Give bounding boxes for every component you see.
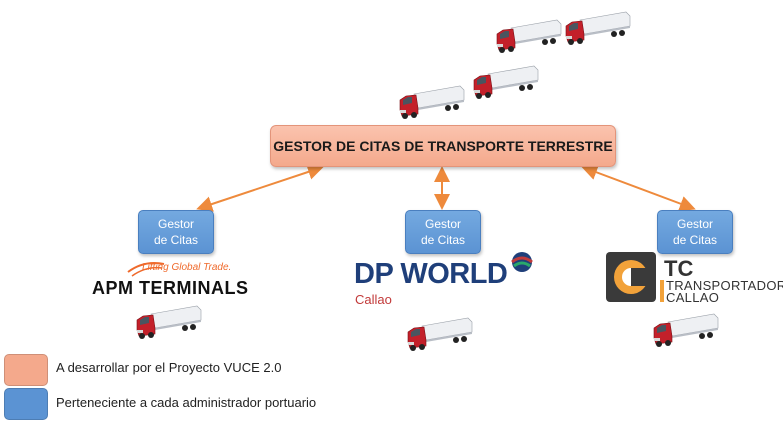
- gestor-box-tc: Gestor de Citas: [657, 210, 733, 254]
- tc-callao-logo: TC TRANSPORTADORA CALLAO: [604, 250, 783, 306]
- truck-icon: [473, 65, 539, 100]
- arrow-to-tc: [581, 164, 696, 212]
- gestor-line1: Gestor: [424, 217, 461, 231]
- truck-icon: [136, 305, 202, 340]
- apm-star-icon: [127, 262, 165, 277]
- main-system-box: GESTOR DE CITAS DE TRANSPORTE TERRESTRE: [270, 125, 616, 167]
- truck-icon: [565, 11, 631, 46]
- gestor-line1: Gestor: [676, 217, 713, 231]
- gestor-box-dp: Gestor de Citas: [405, 210, 481, 254]
- apm-name: APM TERMINALS: [92, 278, 249, 298]
- truck-icon: [653, 313, 719, 348]
- gestor-line2: de Citas: [672, 233, 718, 247]
- legend-swatch-vuce: [4, 354, 48, 386]
- tc-line1: TRANSPORTADORA: [666, 278, 783, 293]
- tc-line2: CALLAO: [666, 290, 720, 305]
- truck-icon: [399, 85, 465, 120]
- truck-icon: [496, 19, 562, 54]
- tc-divider: [660, 280, 664, 302]
- gestor-line2: de Citas: [153, 233, 199, 247]
- apm-tagline: Lifting Global Trade.: [142, 262, 232, 273]
- tc-mark: TC: [664, 256, 694, 281]
- gestor-line1: Gestor: [157, 217, 194, 231]
- dp-globe-icon: [511, 252, 533, 272]
- dp-sub: Callao: [355, 292, 392, 307]
- dp-world-logo: DP WORLD Callao: [354, 252, 544, 310]
- legend-swatch-port: [4, 388, 48, 420]
- gestor-box-apm: Gestor de Citas: [138, 210, 214, 254]
- gestor-line2: de Citas: [420, 233, 466, 247]
- dp-name: DP WORLD: [354, 258, 508, 290]
- truck-icon: [407, 317, 473, 352]
- tc-emblem-icon: [606, 252, 656, 302]
- legend-text-port: Perteneciente a cada administrador portu…: [56, 395, 317, 410]
- arrow-to-apm: [196, 164, 324, 212]
- main-system-label: GESTOR DE CITAS DE TRANSPORTE TERRESTRE: [273, 138, 613, 154]
- legend-text-vuce: A desarrollar por el Proyecto VUCE 2.0: [56, 360, 282, 375]
